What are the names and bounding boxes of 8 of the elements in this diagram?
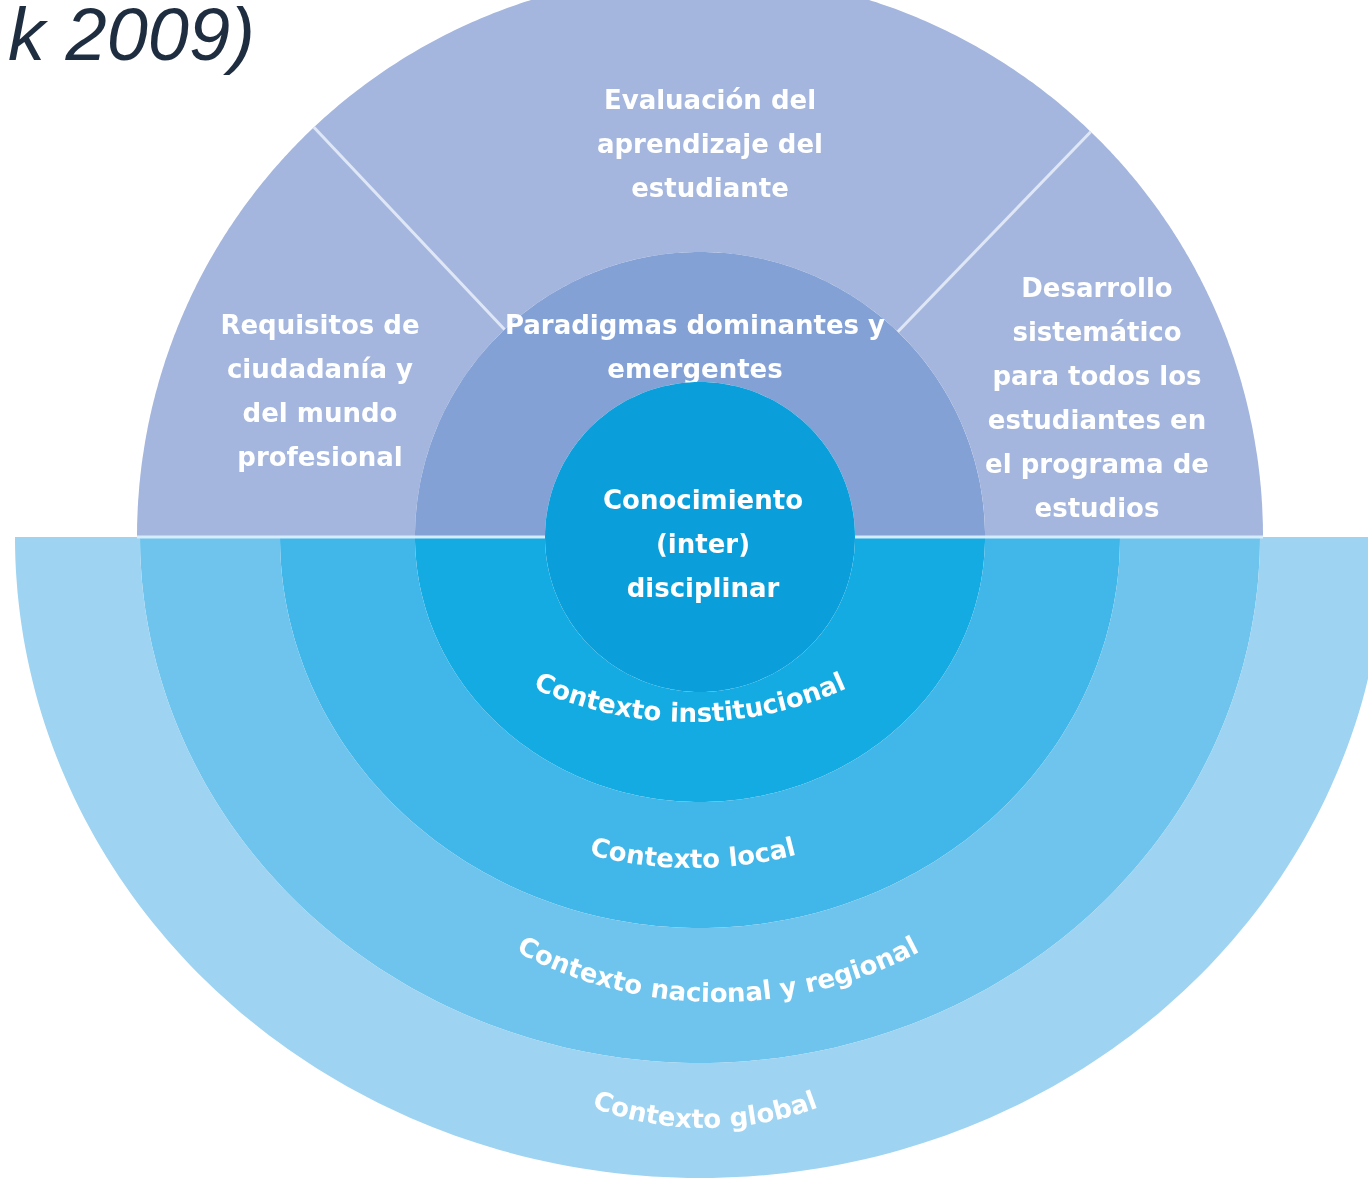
citation-text: k 2009) [8, 0, 255, 77]
segment-label: Requisitos de ciudadanía y del mundo profesional [219, 309, 421, 474]
band-label: Contexto local [587, 831, 799, 875]
band-label: Contexto global [589, 1084, 821, 1135]
segment-label: Paradigmas dominantes y emergentes [503, 309, 887, 386]
segment-label: Conocimiento (inter) disciplinar [601, 484, 805, 605]
segment-label: Evaluación del aprendizaje del estudiante [595, 84, 825, 205]
segment-label: Desarrollo sistemático para todos los estudiantes en el programa de estudios [984, 272, 1210, 525]
